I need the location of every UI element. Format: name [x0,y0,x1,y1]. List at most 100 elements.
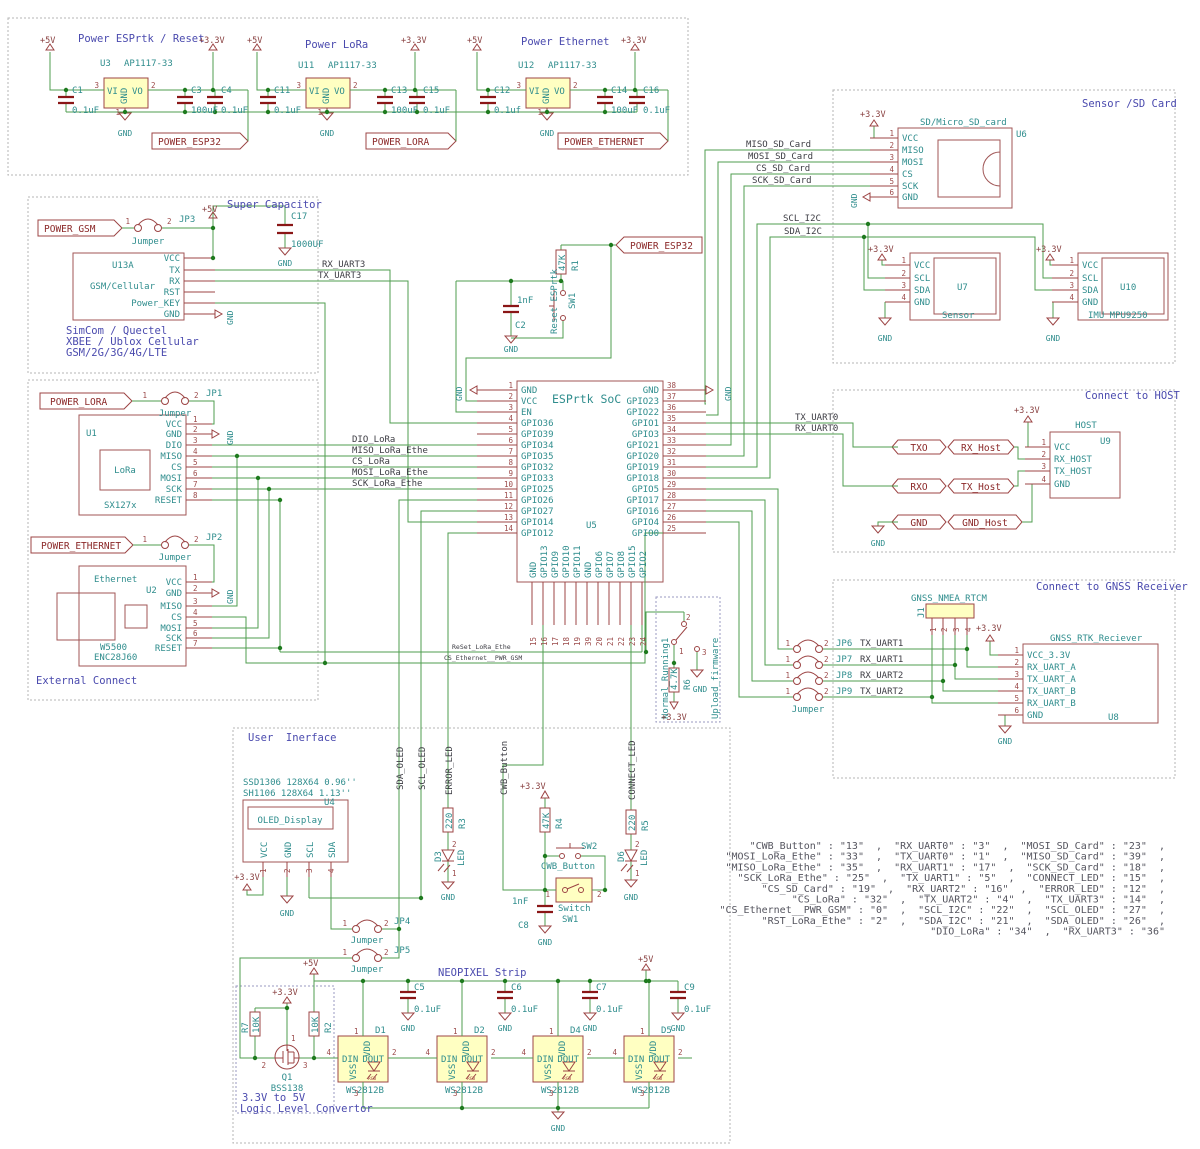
num: 1 [679,647,684,656]
pin: VDD [558,1041,568,1057]
ref-c15: C15 [423,86,439,96]
val-c17: 1000UF [291,240,324,250]
pwr-5v: +5V [247,36,262,46]
num: 2 [824,655,829,664]
symbol-circle [154,224,162,232]
symbol-circle [793,661,801,669]
ref-jp7: JP7 [836,655,852,665]
ref-d2: D2 [474,1026,485,1036]
ref-r1: R1 [571,260,581,271]
external-connect-border [27,379,319,701]
ref-jp1: JP1 [206,389,222,399]
num: 16 [540,636,549,646]
num: 4 [612,1048,617,1057]
note-level-2: Logic Level Convertor [240,1103,373,1115]
pin: DIN [342,1055,358,1065]
pwr-3v3: +3.3V [621,36,647,46]
gnss-header-body [925,603,975,619]
num: 2 [283,868,292,873]
pin: GPIO23 [626,397,659,407]
symbol-circle [560,290,566,296]
pin: TX_UART_B [1027,687,1076,697]
num: 4 [964,627,973,632]
num: 18 [562,636,571,646]
hier-power-lora: POWER_LORA [372,137,429,148]
num: 4 [901,293,906,302]
num: 3 [303,1061,308,1070]
num: 27 [667,502,676,511]
pin: GPIO21 [626,441,659,451]
num: 4 [326,1048,331,1057]
net-cs-lora: CS_LoRa [352,457,390,467]
num: 4 [1041,475,1046,484]
gnd-label: GND [671,1024,686,1033]
pin-vi: VI [529,87,540,97]
net-dio-lora: DIO_LoRa [352,435,395,445]
junction-dots [63,87,970,1111]
symbol-circle [578,887,584,893]
symbol-circle [274,1044,300,1070]
net-sck-sd-card: SCK_SD_Card [752,176,812,186]
pin-gnd: GND [322,88,332,104]
net-sda-oled: SDA_OLED [396,747,406,790]
note-gsm-1: SimCom / Quectel [66,325,167,337]
pin: EN [521,408,532,418]
pin: GPIO35 [521,452,554,462]
note-gsm-2: XBEE / Ublox Cellular [66,336,199,348]
hier-gnd-host: GND_Host [962,518,1008,529]
pin: GPIO8 [617,551,627,578]
gnd-label: GND [401,1024,416,1033]
ref-c6: C6 [511,983,522,993]
hier-txo: TXO [910,443,927,454]
symbol-circle [374,954,382,962]
sw-upload-firmware: Upload_firmware [711,638,721,719]
pin: DIO [166,441,182,451]
num: 24 [639,636,648,646]
num: 2 [824,671,829,680]
pin: VDD [649,1041,659,1057]
num: 6 [889,188,894,197]
pwr-5v: +5V [638,955,653,965]
net-tx-uart2: TX_UART2 [860,687,903,697]
num: 30 [667,469,677,478]
pin: GND [521,386,537,396]
net-reset-lora-ethe: ReSet_LoRa_Ethe [452,643,511,651]
num: 1 [142,535,147,544]
num: 6 [193,629,198,638]
pin: DIN [628,1055,644,1065]
pin: GPIO6 [595,551,605,578]
sw-reset-label: Reset ESPrtk [550,268,560,334]
pin: GPIO13 [540,545,550,578]
num: 1 [1041,438,1046,447]
net-tx-uart0: TX_UART0 [795,413,838,423]
pin: Power_KEY [131,299,180,309]
num: 1 [545,890,550,899]
pin: VCC [166,420,182,430]
gnd-label: GND [280,909,295,918]
net-miso-sd-card: MISO_SD_Card [746,140,811,150]
pin: VCC [260,842,270,858]
net-tx-uart3: TX_UART3 [318,271,361,281]
ref-c1: C1 [72,86,83,96]
net-mosi-lora-ethe: MOSI_LoRa_Ethe [352,468,428,478]
pin: DOUT [362,1055,384,1065]
ref-c13: C13 [391,86,407,96]
pin-vo: VO [554,87,565,97]
val-c1: 0.1uF [72,106,99,116]
val-r2: 10K [311,1016,321,1033]
pin: GPIO17 [626,496,659,506]
pin: GPIO33 [521,474,554,484]
num: 2 [573,81,578,90]
pin: GPIO15 [628,545,638,578]
jumper-label: Jumper [351,936,384,946]
pin: GND [166,589,182,599]
num: 9 [508,469,513,478]
num: 1 [537,108,542,117]
ref-c3: C3 [191,86,202,96]
pin: GPIO39 [521,430,554,440]
ref-u2: U2 [146,586,157,596]
num: 4 [425,1048,430,1057]
pin: CS [171,463,182,473]
num: 4 [193,608,198,617]
num: 2 [384,919,389,928]
